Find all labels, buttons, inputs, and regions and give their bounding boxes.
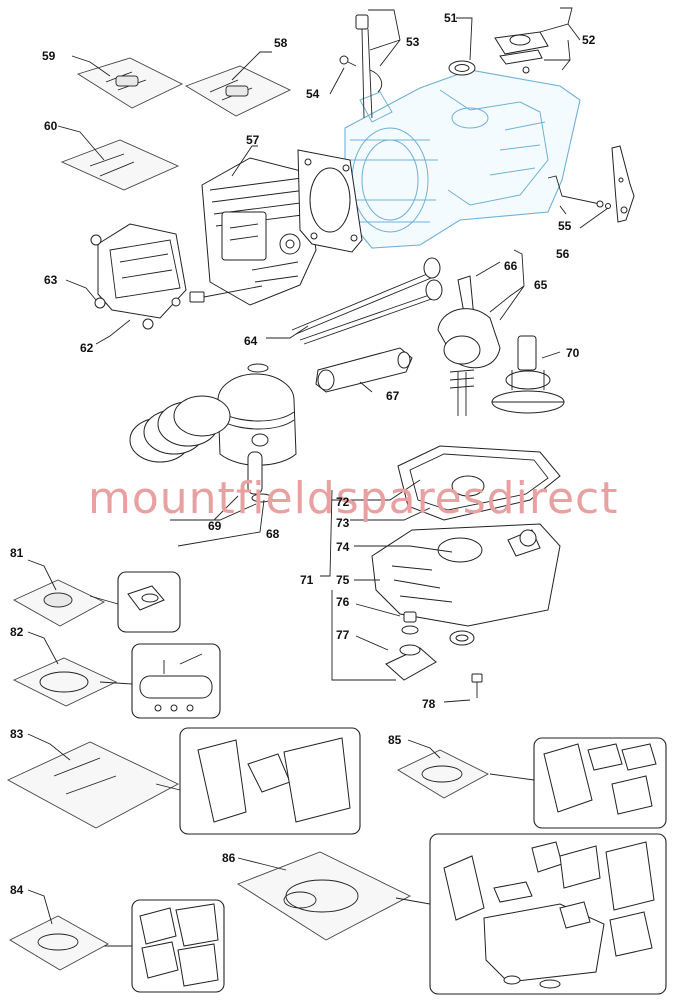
kit-box-82 <box>131 643 221 719</box>
piston <box>217 373 297 466</box>
callout-85: 85 <box>388 733 402 747</box>
watermark-text: mountfieldsparesdirect <box>88 473 618 524</box>
cylinder-head-57 <box>201 157 317 306</box>
callout-64: 64 <box>244 334 258 348</box>
callout-74: 74 <box>336 540 350 554</box>
kit-box-86 <box>429 833 667 995</box>
callout-60: 60 <box>44 119 58 133</box>
kit-bag-58 <box>184 65 292 117</box>
kit-box-84 <box>131 899 225 993</box>
callout-71: 71 <box>300 573 314 587</box>
kit-box-81 <box>117 571 181 633</box>
callout-52: 52 <box>582 33 596 47</box>
kit-bag-85 <box>397 749 489 799</box>
connecting-rod-67 <box>315 347 413 393</box>
kit-bag-60 <box>60 139 180 191</box>
valve-cover-62 <box>90 223 187 330</box>
callout-78: 78 <box>422 697 436 711</box>
callout-73: 73 <box>336 516 350 530</box>
callout-70: 70 <box>566 346 580 360</box>
callout-75: 75 <box>336 573 350 587</box>
kit-box-85 <box>533 737 667 829</box>
kit-bag-82 <box>12 657 118 707</box>
callout-66: 66 <box>504 259 518 273</box>
callout-84: 84 <box>10 883 24 897</box>
callout-62: 62 <box>80 341 94 355</box>
callout-56: 56 <box>556 247 570 261</box>
sump-cover-75 <box>371 523 561 627</box>
callout-68: 68 <box>266 527 280 541</box>
governor-shaft-55 <box>547 175 611 209</box>
crankcase-block <box>344 69 581 249</box>
governor-lever-56 <box>611 145 635 223</box>
head-bolt <box>189 285 263 303</box>
kit-bag-84 <box>9 915 109 971</box>
callout-83: 83 <box>10 727 24 741</box>
bolt-78 <box>471 673 483 698</box>
callout-63: 63 <box>44 273 58 287</box>
leader-lines <box>27 7 609 947</box>
callout-59: 59 <box>42 49 56 63</box>
callout-82: 82 <box>10 625 24 639</box>
callout-53: 53 <box>406 35 420 49</box>
callout-58: 58 <box>274 36 288 50</box>
callout-57: 57 <box>246 133 260 147</box>
callout-65: 65 <box>534 278 548 292</box>
oil-seal-51 <box>448 60 476 76</box>
kit-box-83 <box>179 727 361 835</box>
callout-76: 76 <box>336 595 350 609</box>
bracket-77 <box>385 644 437 681</box>
callout-labels: 51 52 53 54 55 56 57 58 59 60 62 63 64 6… <box>10 11 596 897</box>
dipstick-tube <box>339 14 383 119</box>
breather-cover-52 <box>494 31 549 74</box>
callout-69: 69 <box>208 519 222 533</box>
callout-54: 54 <box>306 87 320 101</box>
camshaft-70 <box>491 335 565 414</box>
callout-67: 67 <box>386 389 400 403</box>
head-gasket <box>297 149 363 253</box>
callout-72: 72 <box>336 495 350 509</box>
sump-seal-74 <box>449 630 475 646</box>
callout-55: 55 <box>558 219 572 233</box>
kit-bag-83 <box>7 741 179 829</box>
kit-bag-59 <box>76 57 184 109</box>
callout-86: 86 <box>222 851 236 865</box>
kit-bag-86 <box>237 851 411 941</box>
callout-77: 77 <box>336 628 350 642</box>
callout-51: 51 <box>444 11 458 25</box>
piston-rings-69 <box>129 395 231 463</box>
kit-bag-81 <box>13 579 105 627</box>
sump-gasket-72 <box>397 445 561 521</box>
drain-plug-76 <box>401 611 419 635</box>
callout-81: 81 <box>10 546 24 560</box>
crankshaft-65 <box>437 275 501 416</box>
piston-pin-68 <box>247 363 273 503</box>
valves-pushrods-64 <box>291 257 443 345</box>
